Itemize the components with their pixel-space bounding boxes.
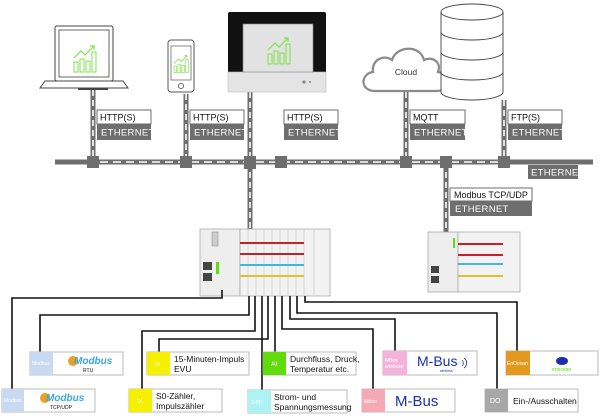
bus-node — [275, 156, 287, 168]
svg-text:Strom- und: Strom- und — [274, 392, 316, 402]
svg-text:Modbus: Modbus — [74, 356, 113, 367]
field-wiring — [11, 290, 518, 390]
modbus-rtu-box: Modbus Modbus RTU — [29, 351, 124, 376]
svg-text:HTTP(S): HTTP(S) — [287, 113, 323, 123]
modbus-logo-icon — [40, 393, 50, 403]
bus-node — [244, 156, 256, 169]
svg-text:Durchfluss, Druck,: Durchfluss, Druck, — [290, 354, 359, 364]
connection-label: HTTP(S) ETHERNET — [283, 109, 342, 140]
ai-box: AI Durchfluss, Druck,Temperatur etc. — [262, 351, 359, 376]
svg-text:Modbus: Modbus — [4, 398, 22, 404]
bus-node — [498, 156, 510, 168]
svg-text:Modbus TCP/UDP: Modbus TCP/UDP — [454, 190, 528, 200]
touch-panel-icon — [227, 12, 327, 93]
connection-label: HTTP(S) ETHERNET — [189, 109, 248, 140]
database-icon — [440, 3, 504, 101]
connection-label: HTTP(S) ETHERNET — [96, 109, 155, 140]
cloud-icon: Cloud — [362, 47, 449, 93]
svg-text:enocean: enocean — [552, 367, 571, 373]
smartphone-icon — [167, 39, 195, 93]
cloud-label: Cloud — [395, 67, 417, 77]
svg-text:wireless: wireless — [440, 369, 453, 373]
modbus-tcp-box: Modbus Modbus TCP/UDP — [1, 388, 96, 413]
mbus-logo-icon: M-Bus — [417, 353, 457, 369]
wireless-icon — [461, 357, 468, 369]
svg-text:RTU: RTU — [83, 368, 94, 374]
modbus-tcp-connection-label: Modbus TCP/UDP ETHERNET — [449, 187, 533, 216]
do-box: DO Ein-/Ausschalten — [484, 388, 579, 413]
secondary-controller — [427, 231, 521, 293]
bus-ethernet-label: ETHERNET — [531, 168, 585, 179]
svg-text:Temperatur etc.: Temperatur etc. — [290, 364, 349, 374]
svg-text:DI: DI — [137, 399, 142, 405]
modbus-logo-icon — [68, 356, 78, 366]
laptop-icon — [39, 25, 129, 90]
svg-text:ETHERNET: ETHERNET — [512, 128, 566, 139]
main-controller — [199, 228, 331, 297]
svg-text:FTP(S): FTP(S) — [511, 113, 540, 123]
svg-text:Ein-/Ausschalten: Ein-/Ausschalten — [513, 396, 577, 406]
connection-label: FTP(S) ETHERNET — [507, 109, 566, 140]
svg-text:EVU: EVU — [174, 364, 191, 374]
ethernet-bus: ETHERNET — [55, 156, 593, 179]
bus-node — [440, 156, 452, 168]
svg-text:ETHERNET: ETHERNET — [414, 128, 468, 139]
svg-text:DO: DO — [490, 398, 501, 405]
svg-text:TCP/UDP: TCP/UDP — [50, 405, 73, 411]
svg-text:wireless: wireless — [385, 364, 404, 370]
svg-text:Spannungsmessung: Spannungsmessung — [274, 402, 352, 412]
di-s0-box: DI S0-Zähler,Impulszähler — [128, 388, 223, 413]
svg-text:EnOcean: EnOcean — [507, 361, 528, 367]
svg-text:MBus: MBus — [385, 358, 398, 364]
mbus-box: MBus M-Bus — [361, 388, 456, 413]
svg-text:AI: AI — [271, 361, 278, 368]
svg-text:Impulszähler: Impulszähler — [156, 401, 204, 411]
svg-text:ETHERNET: ETHERNET — [455, 204, 509, 215]
svg-text:ETHERNET: ETHERNET — [101, 128, 155, 139]
svg-text:3-PH: 3-PH — [251, 400, 263, 406]
svg-text:ETHERNET: ETHERNET — [194, 128, 248, 139]
svg-text:MQTT: MQTT — [413, 113, 439, 123]
bus-node — [400, 156, 412, 168]
svg-text:DI: DI — [155, 362, 160, 368]
svg-text:HTTP(S): HTTP(S) — [193, 113, 229, 123]
mbus-logo-icon: M-Bus — [395, 393, 438, 410]
svg-text:S0-Zähler,: S0-Zähler, — [156, 391, 195, 401]
svg-text:ETHERNET: ETHERNET — [288, 128, 342, 139]
svg-text:Modbus: Modbus — [46, 393, 85, 404]
svg-text:15-Minuten-Impuls: 15-Minuten-Impuls — [174, 354, 244, 364]
svg-text:MBus: MBus — [364, 399, 377, 405]
enocean-logo-icon — [556, 357, 568, 365]
bus-node — [180, 156, 192, 168]
bus-node — [87, 156, 99, 168]
svg-text:Modbus: Modbus — [32, 361, 50, 367]
enocean-box: EnOcean enocean — [505, 350, 599, 376]
svg-text:HTTP(S): HTTP(S) — [100, 113, 136, 123]
connection-label: MQTT ETHERNET — [409, 109, 468, 140]
